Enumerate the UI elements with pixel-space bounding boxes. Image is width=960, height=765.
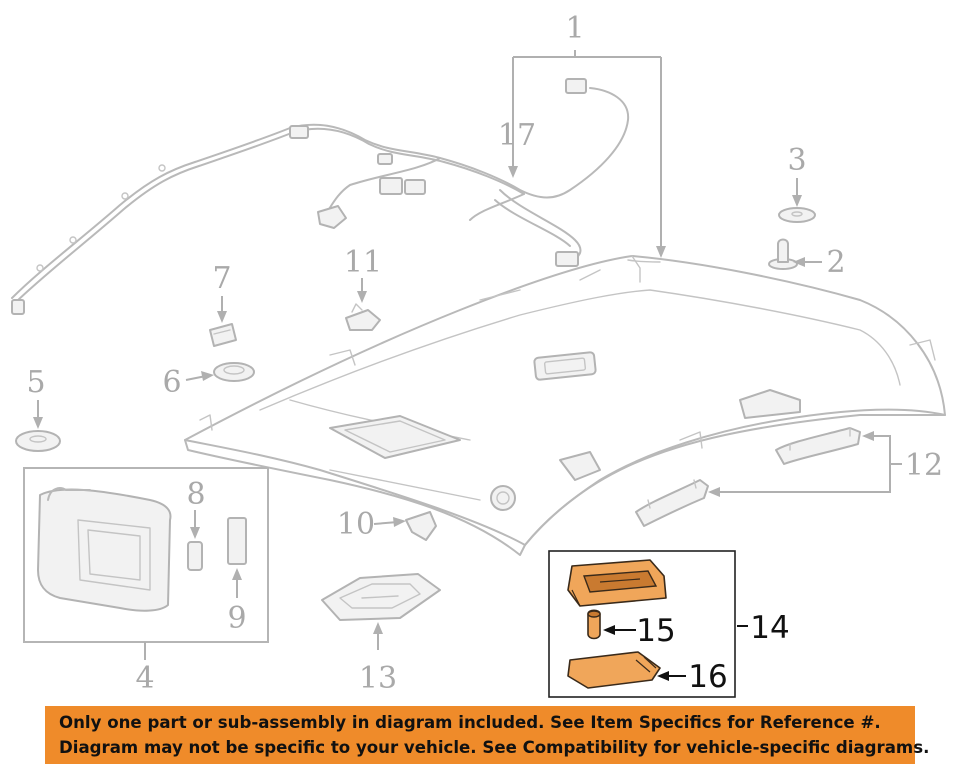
- callout-17: 17: [498, 118, 536, 153]
- part-3-washer: [778, 207, 816, 223]
- part-10-bracket: [405, 511, 437, 541]
- callout-15: 15: [636, 613, 675, 649]
- callout-3: 3: [787, 143, 806, 178]
- callout-1: 1: [565, 11, 584, 46]
- disclaimer-banner: Only one part or sub-assembly in diagram…: [45, 706, 930, 764]
- leader-lines: [33, 50, 902, 660]
- callout-13: 13: [359, 661, 397, 696]
- callout-2: 2: [826, 245, 845, 280]
- callout-14: 14: [750, 610, 789, 646]
- callout-4: 4: [135, 661, 154, 696]
- part-12-grab-handles: [635, 427, 861, 527]
- part-2-clip: [768, 238, 798, 270]
- disclaimer-line-1: Only one part or sub-assembly in diagram…: [59, 713, 881, 732]
- part-7-retainer: [209, 323, 237, 347]
- callout-10: 10: [337, 507, 375, 542]
- callout-5: 5: [26, 365, 45, 400]
- callout-numbers: 1 17 3 2 7 11 6 5 8 9 4 10 13 12 14 15 1…: [26, 11, 943, 696]
- part-14-lamp-assembly-box: [548, 550, 748, 698]
- part-13-lamp-housing: [321, 573, 441, 621]
- disclaimer-line-2: Diagram may not be specific to your vehi…: [59, 738, 930, 757]
- callout-12: 12: [905, 448, 943, 483]
- callout-7: 7: [212, 261, 231, 296]
- part-11-bracket: [345, 303, 381, 331]
- callout-6: 6: [162, 365, 181, 400]
- callout-9: 9: [227, 601, 246, 636]
- headliner: [184, 255, 946, 556]
- part-5-cap: [15, 430, 61, 452]
- wiring-harness: [11, 78, 630, 315]
- callout-16: 16: [688, 659, 727, 695]
- callout-8: 8: [186, 477, 205, 512]
- callout-11: 11: [344, 245, 382, 280]
- part-6-grommet: [213, 362, 255, 382]
